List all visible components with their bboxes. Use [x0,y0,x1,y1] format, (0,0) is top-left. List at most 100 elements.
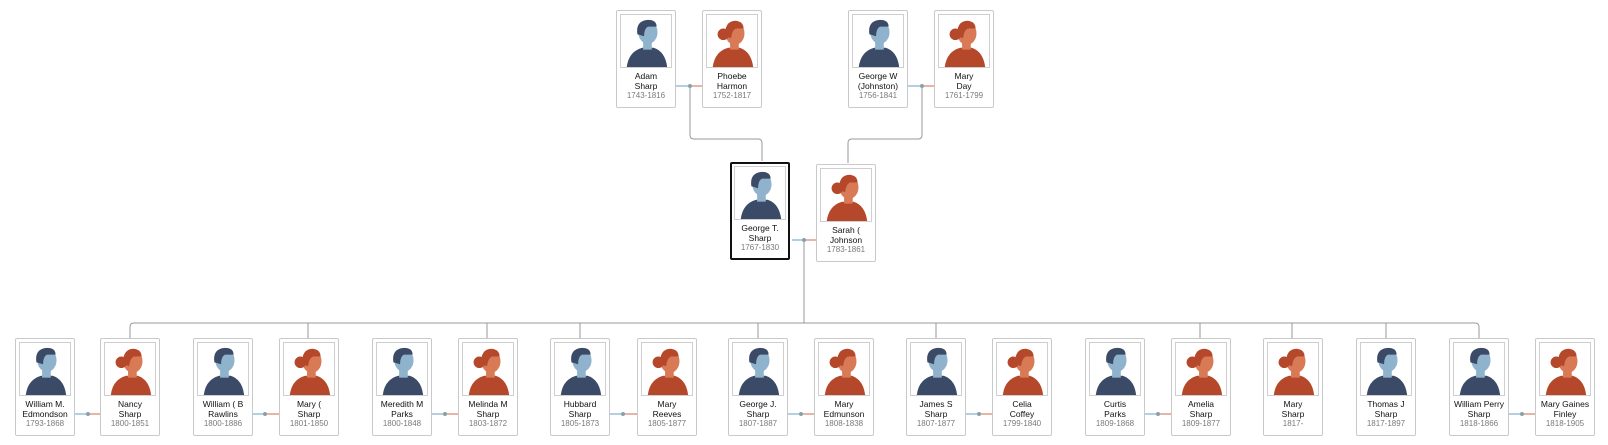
person-card-george-w-johnston[interactable]: George W(Johnston)1756-1841 [848,10,908,108]
last-name: Sharp [1374,409,1398,419]
male-avatar-icon [1366,347,1408,395]
portrait [734,166,786,220]
first-name: Thomas J [1367,399,1405,409]
first-name: Adam [634,71,658,81]
life-years: 1800-1851 [110,419,150,428]
life-years: 1756-1841 [858,91,898,100]
female-avatar-icon [468,348,510,395]
last-name: Finley [1553,409,1577,419]
portrait [706,14,758,68]
life-years: 1809-1868 [1095,419,1135,428]
portrait [852,14,904,68]
first-name: Melinda M [468,399,508,409]
life-years: 1817-1897 [1366,419,1406,428]
portrait [1089,342,1141,396]
portrait [1175,342,1227,396]
life-years: 1743-1816 [626,91,666,100]
male-avatar-icon [738,347,780,395]
portrait [620,14,672,68]
male-avatar-icon [1459,347,1501,395]
male-avatar-icon [1095,347,1137,395]
female-avatar-icon [1273,348,1315,395]
life-years: 1805-1873 [560,419,600,428]
first-name: Curtis [1103,399,1127,409]
male-avatar-icon [382,347,424,395]
portrait [197,342,249,396]
life-years: 1817- [1282,419,1304,428]
life-years: 1808-1838 [824,419,864,428]
portrait [732,342,784,396]
portrait [1360,342,1412,396]
male-avatar-icon [25,347,67,395]
life-years: 1807-1887 [738,419,778,428]
life-years: 1801-1850 [289,419,329,428]
last-name: Sharp [1189,409,1213,419]
male-avatar-icon [858,19,900,67]
life-years: 1800-1848 [382,419,422,428]
life-years: 1807-1877 [916,419,956,428]
first-name: Mary [657,399,677,409]
portrait [641,342,693,396]
life-years: 1761-1799 [944,91,984,100]
last-name: Sharp [1467,409,1491,419]
last-name: Sharp [118,409,142,419]
last-name: Edmondson [22,409,68,419]
portrait [910,342,962,396]
female-avatar-icon [826,174,868,221]
female-avatar-icon [712,20,754,67]
last-name: Edmunson [823,409,865,419]
connector-paternal [689,86,763,161]
life-years: 1800-1886 [203,419,243,428]
last-name: Parks [391,409,413,419]
portrait [19,342,71,396]
first-name: George W [858,71,898,81]
portrait [938,14,990,68]
first-name: Mary ( [296,399,322,409]
female-avatar-icon [110,348,152,395]
person-name: George W(Johnston)1756-1841 [849,71,907,101]
last-name: Sharp [1281,409,1305,419]
male-avatar-icon [203,347,245,395]
portrait [1539,342,1591,396]
first-name: George J. [739,399,777,409]
female-avatar-icon [647,348,689,395]
last-name: (Johnston) [857,81,899,91]
